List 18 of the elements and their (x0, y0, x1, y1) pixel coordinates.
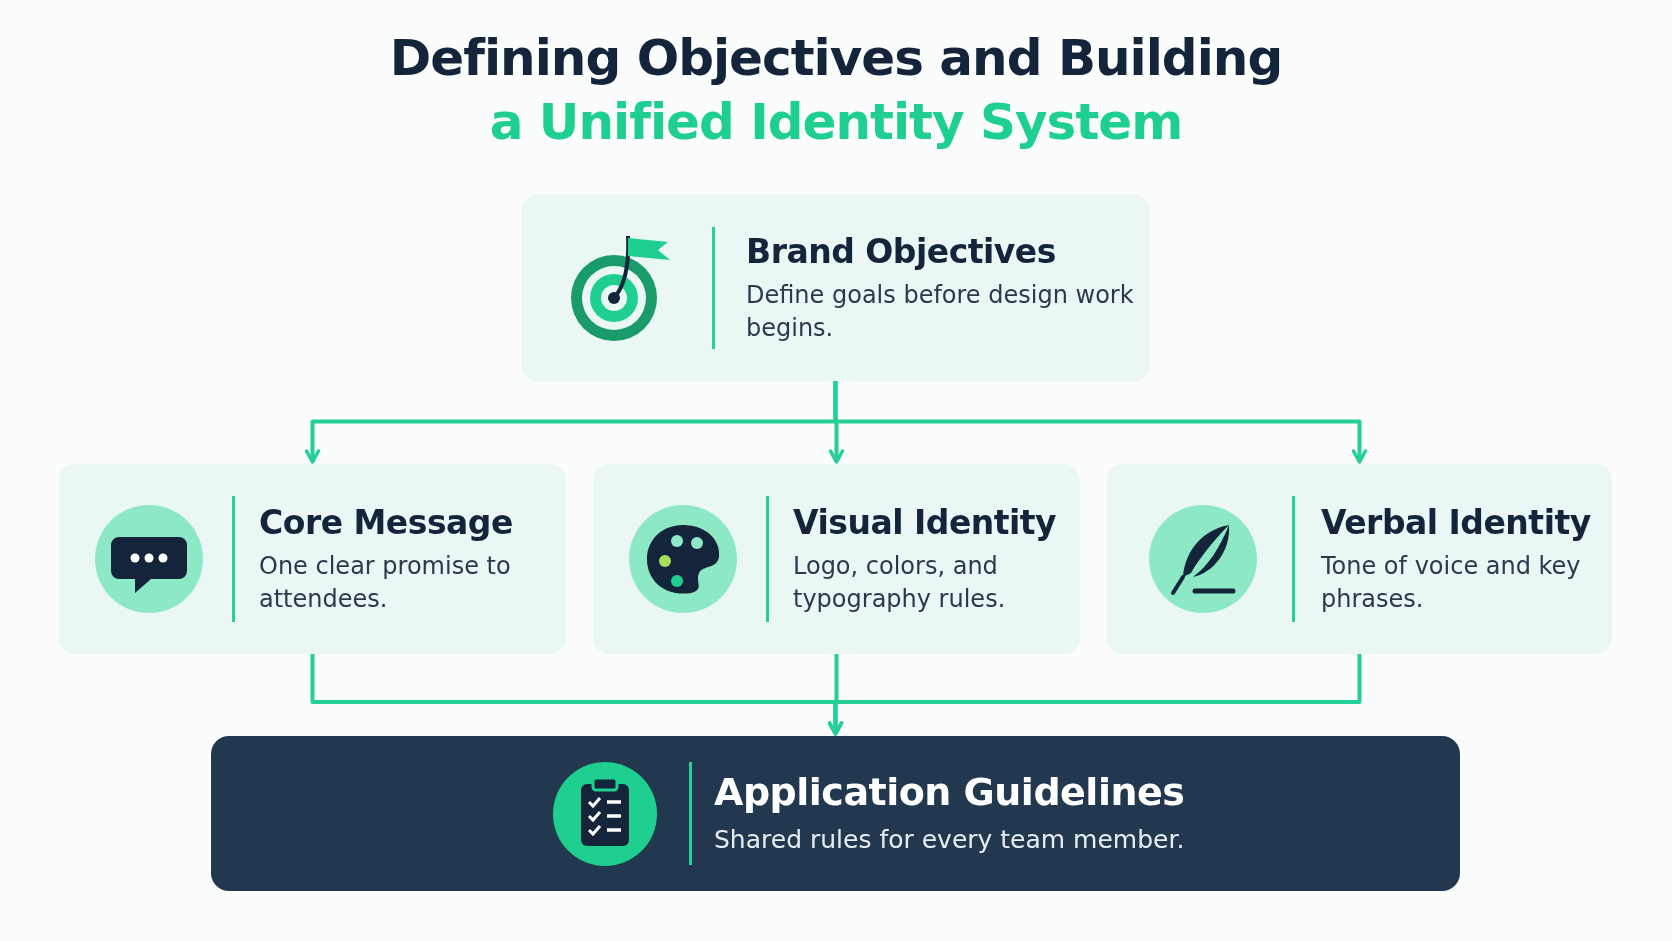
card-description: Tone of voice and key phrases. (1321, 551, 1582, 615)
card-heading: Brand Objectives (746, 231, 1057, 272)
card-heading: Application Guidelines (714, 769, 1186, 816)
card-description: Logo, colors, and typography rules. (793, 551, 1007, 615)
card-heading: Core Message (259, 502, 514, 543)
card (521, 195, 1150, 381)
card-description: Shared rules for every team member. (714, 824, 1186, 857)
card (59, 464, 566, 654)
arrow (833, 381, 1368, 464)
card (593, 464, 1080, 654)
card-description: One clear promise to attendees. (259, 551, 512, 615)
card-description: Define goals before design work begins. (746, 280, 1135, 344)
title: Defining Objectives and Building a Unified Identity System (388, 28, 1284, 153)
dark-card (211, 736, 1460, 891)
card-heading: Verbal Identity (1321, 502, 1592, 543)
arrow (827, 654, 1362, 736)
card-heading: Visual Identity (793, 502, 1058, 543)
card (1107, 464, 1612, 654)
